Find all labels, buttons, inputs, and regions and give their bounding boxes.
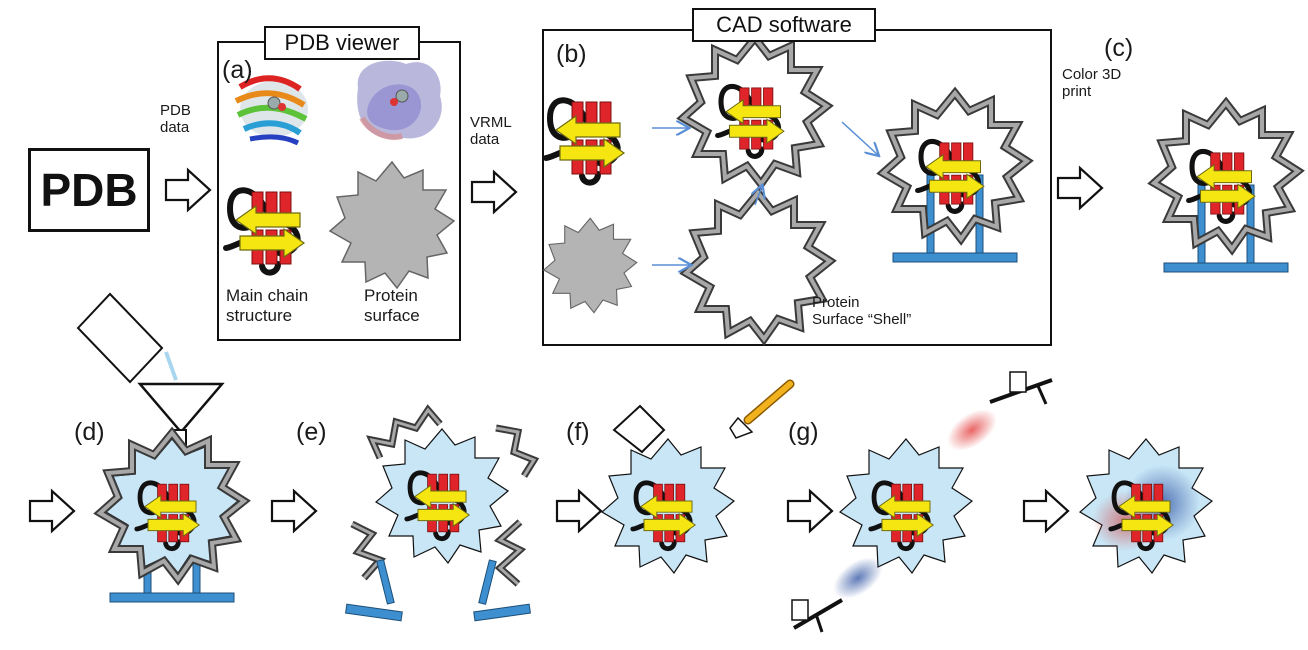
f-finishing-scene	[601, 379, 795, 574]
b-protein-in-shell	[683, 38, 827, 184]
pdb-database-box: PDB	[28, 148, 150, 232]
d-casting-scene	[76, 292, 244, 603]
vrml-data-label: VRML data	[470, 114, 512, 149]
step-e-label: (e)	[296, 418, 327, 446]
b-arrow-combine	[755, 186, 762, 206]
ribbon-model-image	[234, 75, 308, 146]
b-main-chain-icon	[546, 100, 624, 182]
airbrush-blue-icon	[791, 598, 844, 633]
brush-icon	[729, 379, 795, 439]
main-chain-caption: Main chain structure	[226, 286, 309, 325]
protein-surface-caption: Protein surface	[364, 286, 420, 325]
step-g-label: (g)	[788, 418, 819, 446]
protein-surface-icon	[329, 161, 455, 289]
b-shell-only	[686, 193, 830, 339]
step-a-label: (a)	[222, 56, 253, 84]
flow-arrow-2	[470, 170, 518, 214]
c-printed-model	[1154, 103, 1298, 273]
flow-arrow-1	[164, 168, 212, 212]
flow-arrow-4	[28, 489, 76, 533]
g-painting-scene	[791, 371, 1213, 633]
step-b-label: (b)	[556, 40, 587, 68]
b-arrow-assemble	[841, 121, 878, 155]
e-shell-removal-scene	[345, 404, 540, 622]
pdb-data-label: PDB data	[160, 102, 191, 137]
main-chain-structure-icon	[226, 190, 304, 272]
color-3d-print-label: Color 3D print	[1062, 66, 1122, 101]
funnel-icon	[137, 382, 225, 434]
protein-shell-caption: Protein Surface “Shell”	[812, 294, 912, 329]
b-shell-with-support	[883, 93, 1027, 263]
step-d-label: (d)	[74, 418, 105, 446]
flow-arrow-8	[1022, 489, 1070, 533]
surface-model-image	[357, 60, 442, 140]
pdb-label: PDB	[40, 164, 138, 216]
flow-arrow-7	[786, 489, 834, 533]
pour-container-icon	[76, 292, 164, 384]
panel-a-title: PDB viewer	[264, 26, 420, 60]
step-c-label: (c)	[1104, 34, 1134, 62]
flow-arrow-5	[270, 489, 318, 533]
step-f-label: (f)	[566, 418, 590, 446]
flow-arrow-6	[555, 489, 603, 533]
painted-model	[1079, 438, 1213, 574]
flow-arrow-3	[1056, 166, 1104, 210]
airbrush-red-icon	[989, 371, 1053, 405]
b-surface-icon	[543, 217, 638, 314]
panel-b-title: CAD software	[692, 8, 876, 42]
sandpaper-icon	[612, 404, 666, 454]
